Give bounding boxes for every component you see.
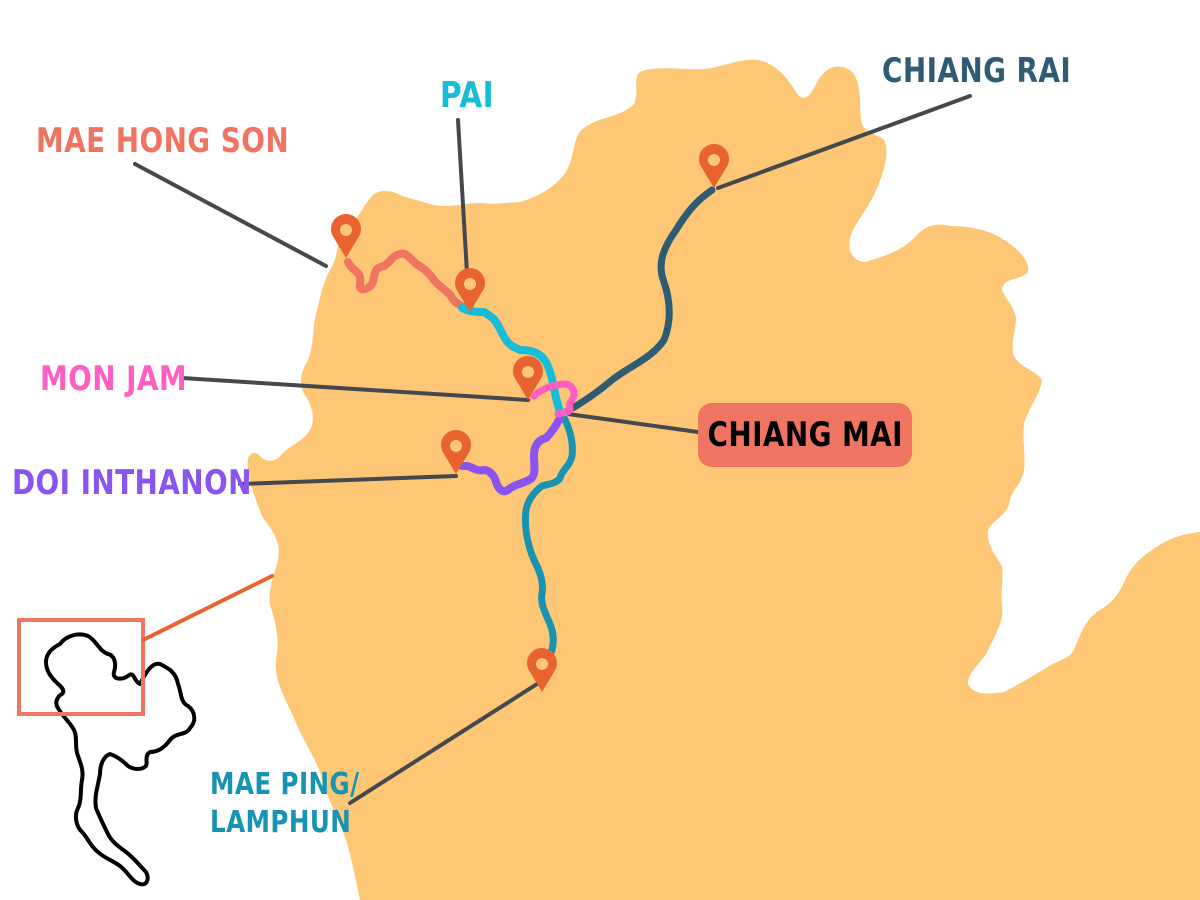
- inset-highlight-box: [17, 618, 145, 716]
- route-mae-ping: [522, 410, 576, 664]
- leader-line-pai: [456, 118, 470, 292]
- pin-mae-hong-son[interactable]: [331, 214, 361, 258]
- land-mass: [247, 59, 1200, 900]
- label-doi-inthanon: DOI INTHANON: [12, 463, 252, 503]
- leader-line-doi-inthanon: [238, 474, 458, 486]
- pin-pai[interactable]: [455, 268, 485, 312]
- label-mae-ping-line2: LAMPHUN: [210, 804, 352, 840]
- pin-mon-jam[interactable]: [513, 356, 543, 400]
- routes: [344, 186, 716, 664]
- pins: [331, 144, 729, 692]
- pin-chiang-rai[interactable]: [699, 144, 729, 188]
- leader-line-mon-jam: [180, 376, 530, 402]
- leader-line-chiang-mai: [566, 412, 700, 434]
- label-mae-hong-son: MAE HONG SON: [36, 121, 290, 161]
- leader-line-mae-hong-son: [133, 162, 328, 268]
- route-chiang-rai: [562, 186, 716, 416]
- route-mon-jam: [530, 380, 578, 418]
- label-pai: PAI: [440, 75, 494, 116]
- pin-doi-inthanon[interactable]: [441, 430, 471, 474]
- pin-mae-ping[interactable]: [527, 648, 557, 692]
- leader-line-mae-ping: [348, 682, 539, 805]
- label-chiang-rai: CHIANG RAI: [882, 51, 1072, 91]
- label-mon-jam: MON JAM: [40, 359, 188, 399]
- leader-line-chiang-rai: [716, 94, 972, 190]
- chiang-mai-badge: CHIANG MAI: [698, 403, 912, 467]
- inset-connector-line: [141, 574, 274, 642]
- label-chiang-mai: CHIANG MAI: [707, 415, 903, 455]
- label-mae-ping-lamphun: MAE PING/ LAMPHUN: [210, 766, 360, 841]
- leader-lines: [133, 94, 972, 805]
- label-mae-ping-line1: MAE PING/: [210, 767, 360, 802]
- route-mae-hong-son: [344, 249, 470, 312]
- route-doi-inthanon: [458, 414, 564, 496]
- thailand-outline: [44, 632, 197, 887]
- inset-map: [17, 574, 274, 887]
- route-pai: [458, 304, 564, 416]
